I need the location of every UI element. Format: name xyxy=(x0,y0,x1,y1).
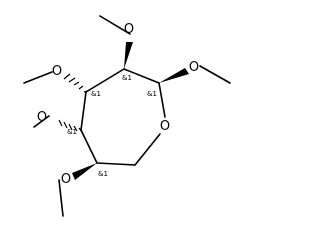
stereo-label: &1 xyxy=(91,90,101,98)
methoxy-bond xyxy=(58,179,64,217)
stereo-label: &1 xyxy=(122,74,132,82)
hash-bond xyxy=(63,73,89,93)
ring-bond xyxy=(158,82,166,118)
methoxy-oxygen-label: O xyxy=(37,110,47,125)
methoxy-bond xyxy=(23,71,53,84)
stereo-label: &1 xyxy=(67,128,77,136)
wedge-bond xyxy=(159,68,189,83)
ring-bond xyxy=(85,68,125,93)
methoxy-bond xyxy=(199,65,231,84)
ring-bond xyxy=(134,133,161,166)
ring-bond xyxy=(96,162,136,166)
structure-diagram: O O O O O O &1 &1 &1 &1 &1 xyxy=(23,15,231,217)
wedge-bond xyxy=(72,163,97,180)
wedge-bond xyxy=(124,42,133,69)
methoxy-oxygen-label: O xyxy=(189,60,199,75)
methoxy-oxygen-label: O xyxy=(124,22,134,37)
methoxy-bond xyxy=(99,15,131,35)
ring-oxygen-label: O xyxy=(160,119,170,134)
methoxy-oxygen-label: O xyxy=(52,64,62,79)
ring-bond xyxy=(80,91,87,131)
structure-canvas: O O O O O O &1 &1 &1 &1 &1 xyxy=(23,15,231,217)
ring-bond xyxy=(123,68,160,84)
ring-bond xyxy=(80,129,98,164)
stereo-label: &1 xyxy=(147,90,157,98)
stereo-label: &1 xyxy=(98,170,108,178)
hash-bond xyxy=(58,119,83,133)
methoxy-oxygen-label: O xyxy=(61,172,71,187)
methoxy-bond xyxy=(33,115,50,128)
